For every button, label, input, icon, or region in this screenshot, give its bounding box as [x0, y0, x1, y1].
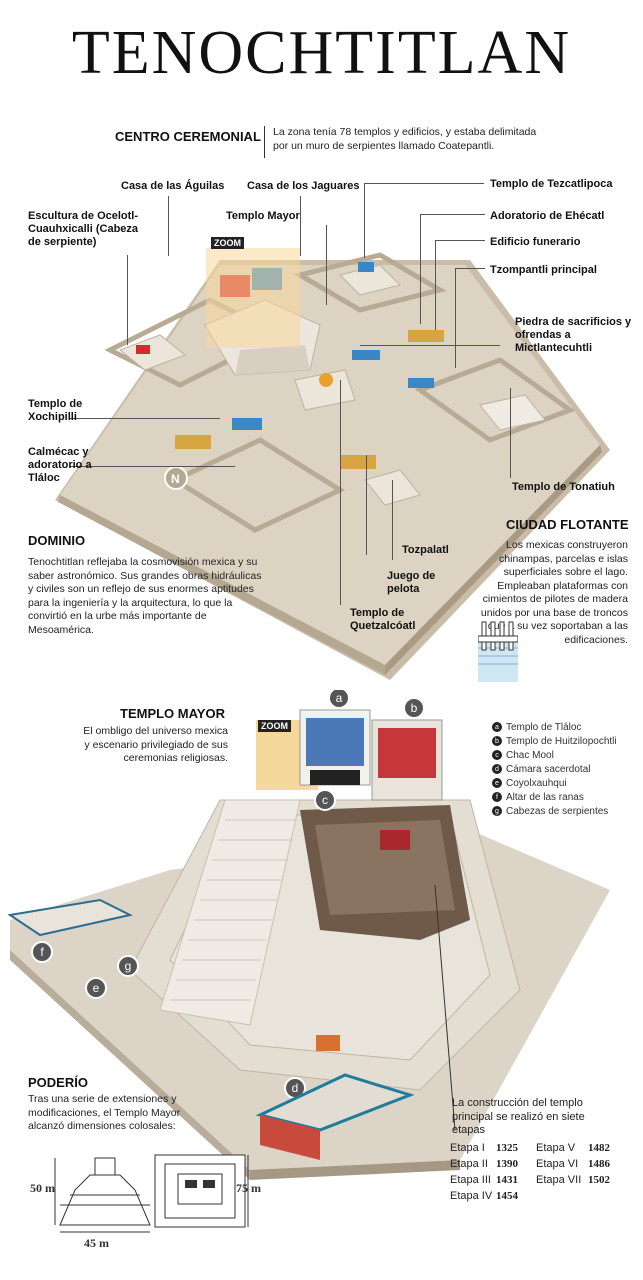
- label-tonatiuh: Templo de Tonatiuh: [512, 481, 615, 493]
- label-tzompantli: Tzompantli principal: [490, 264, 597, 276]
- label-xochipilli: Templo de Xochipilli: [28, 398, 83, 423]
- label-escultura: Escultura de Ocelotl-Cuauhxicalli (Cabez…: [28, 210, 139, 248]
- label-casa-jaguares: Casa de los Jaguares: [247, 180, 360, 192]
- centro-heading: CENTRO CEREMONIAL: [115, 129, 261, 144]
- dimensions-diagram: [54, 1154, 249, 1233]
- dominio-heading: DOMINIO: [28, 533, 86, 548]
- dominio-text: Tenochtitlan reflejaba la cosmovisión me…: [28, 556, 262, 636]
- label-templo-mayor: Templo Mayor: [226, 210, 300, 222]
- poderio-heading: PODERÍO: [28, 1075, 88, 1090]
- flotante-text: Los mexicas construyeron chinampas, parc…: [480, 539, 628, 646]
- dim-height: 50 m: [30, 1181, 55, 1195]
- svg-text:e: e: [93, 981, 100, 995]
- poderio-text: Tras una serie de extensiones y modifica…: [28, 1093, 181, 1132]
- plaza-floor: [60, 265, 600, 665]
- chinampa-diagram: [478, 621, 518, 682]
- zoom-tag: ZOOM: [211, 237, 244, 249]
- construccion-text: La construcción del templo principal se …: [452, 1097, 585, 1136]
- centro-text: La zona tenía 78 templos y edificios, y …: [273, 126, 537, 152]
- label-tozpalatl: Tozpalatl: [402, 544, 449, 556]
- label-quetzalcoatl: Templo de Quetzalcóatl: [350, 607, 416, 632]
- label-templo-tezcatlipoca: Templo de Tezcatlipoca: [490, 178, 613, 190]
- svg-text:b: b: [411, 701, 418, 715]
- templo-mayor-text: El ombligo del universo mexica y escenar…: [83, 725, 228, 764]
- svg-text:N: N: [171, 472, 180, 486]
- label-adoratorio: Adoratorio de Ehécatl: [490, 210, 605, 222]
- label-juego-pelota: Juego de pelota: [387, 570, 436, 595]
- templo-zoom-tag: ZOOM: [258, 720, 291, 732]
- zoom-highlight: [206, 248, 300, 348]
- page-title: TENOCHTITLAN: [71, 19, 572, 87]
- label-edificio-funerario: Edificio funerario: [490, 236, 581, 248]
- svg-text:g: g: [125, 959, 132, 973]
- dim-depth: 75 m: [236, 1181, 261, 1195]
- flotante-heading: CIUDAD FLOTANTE: [506, 517, 629, 532]
- divider: [264, 126, 265, 158]
- label-calmecac: Calmécac y adoratorio a Tláloc: [28, 446, 92, 484]
- label-casa-aguilas: Casa de las Águilas: [121, 180, 225, 192]
- svg-text:f: f: [40, 945, 44, 959]
- templo-mayor-illustration: a b c d e f g: [7, 690, 610, 1180]
- dim-width: 45 m: [84, 1236, 109, 1250]
- svg-text:d: d: [292, 1081, 299, 1095]
- svg-text:a: a: [336, 691, 343, 705]
- templo-mayor-heading: TEMPLO MAYOR: [120, 706, 225, 721]
- label-piedra: Piedra de sacrificios y ofrendas a Mictl…: [515, 316, 632, 354]
- ceremonial-center-illustration: N: [55, 248, 610, 680]
- svg-text:c: c: [322, 793, 328, 807]
